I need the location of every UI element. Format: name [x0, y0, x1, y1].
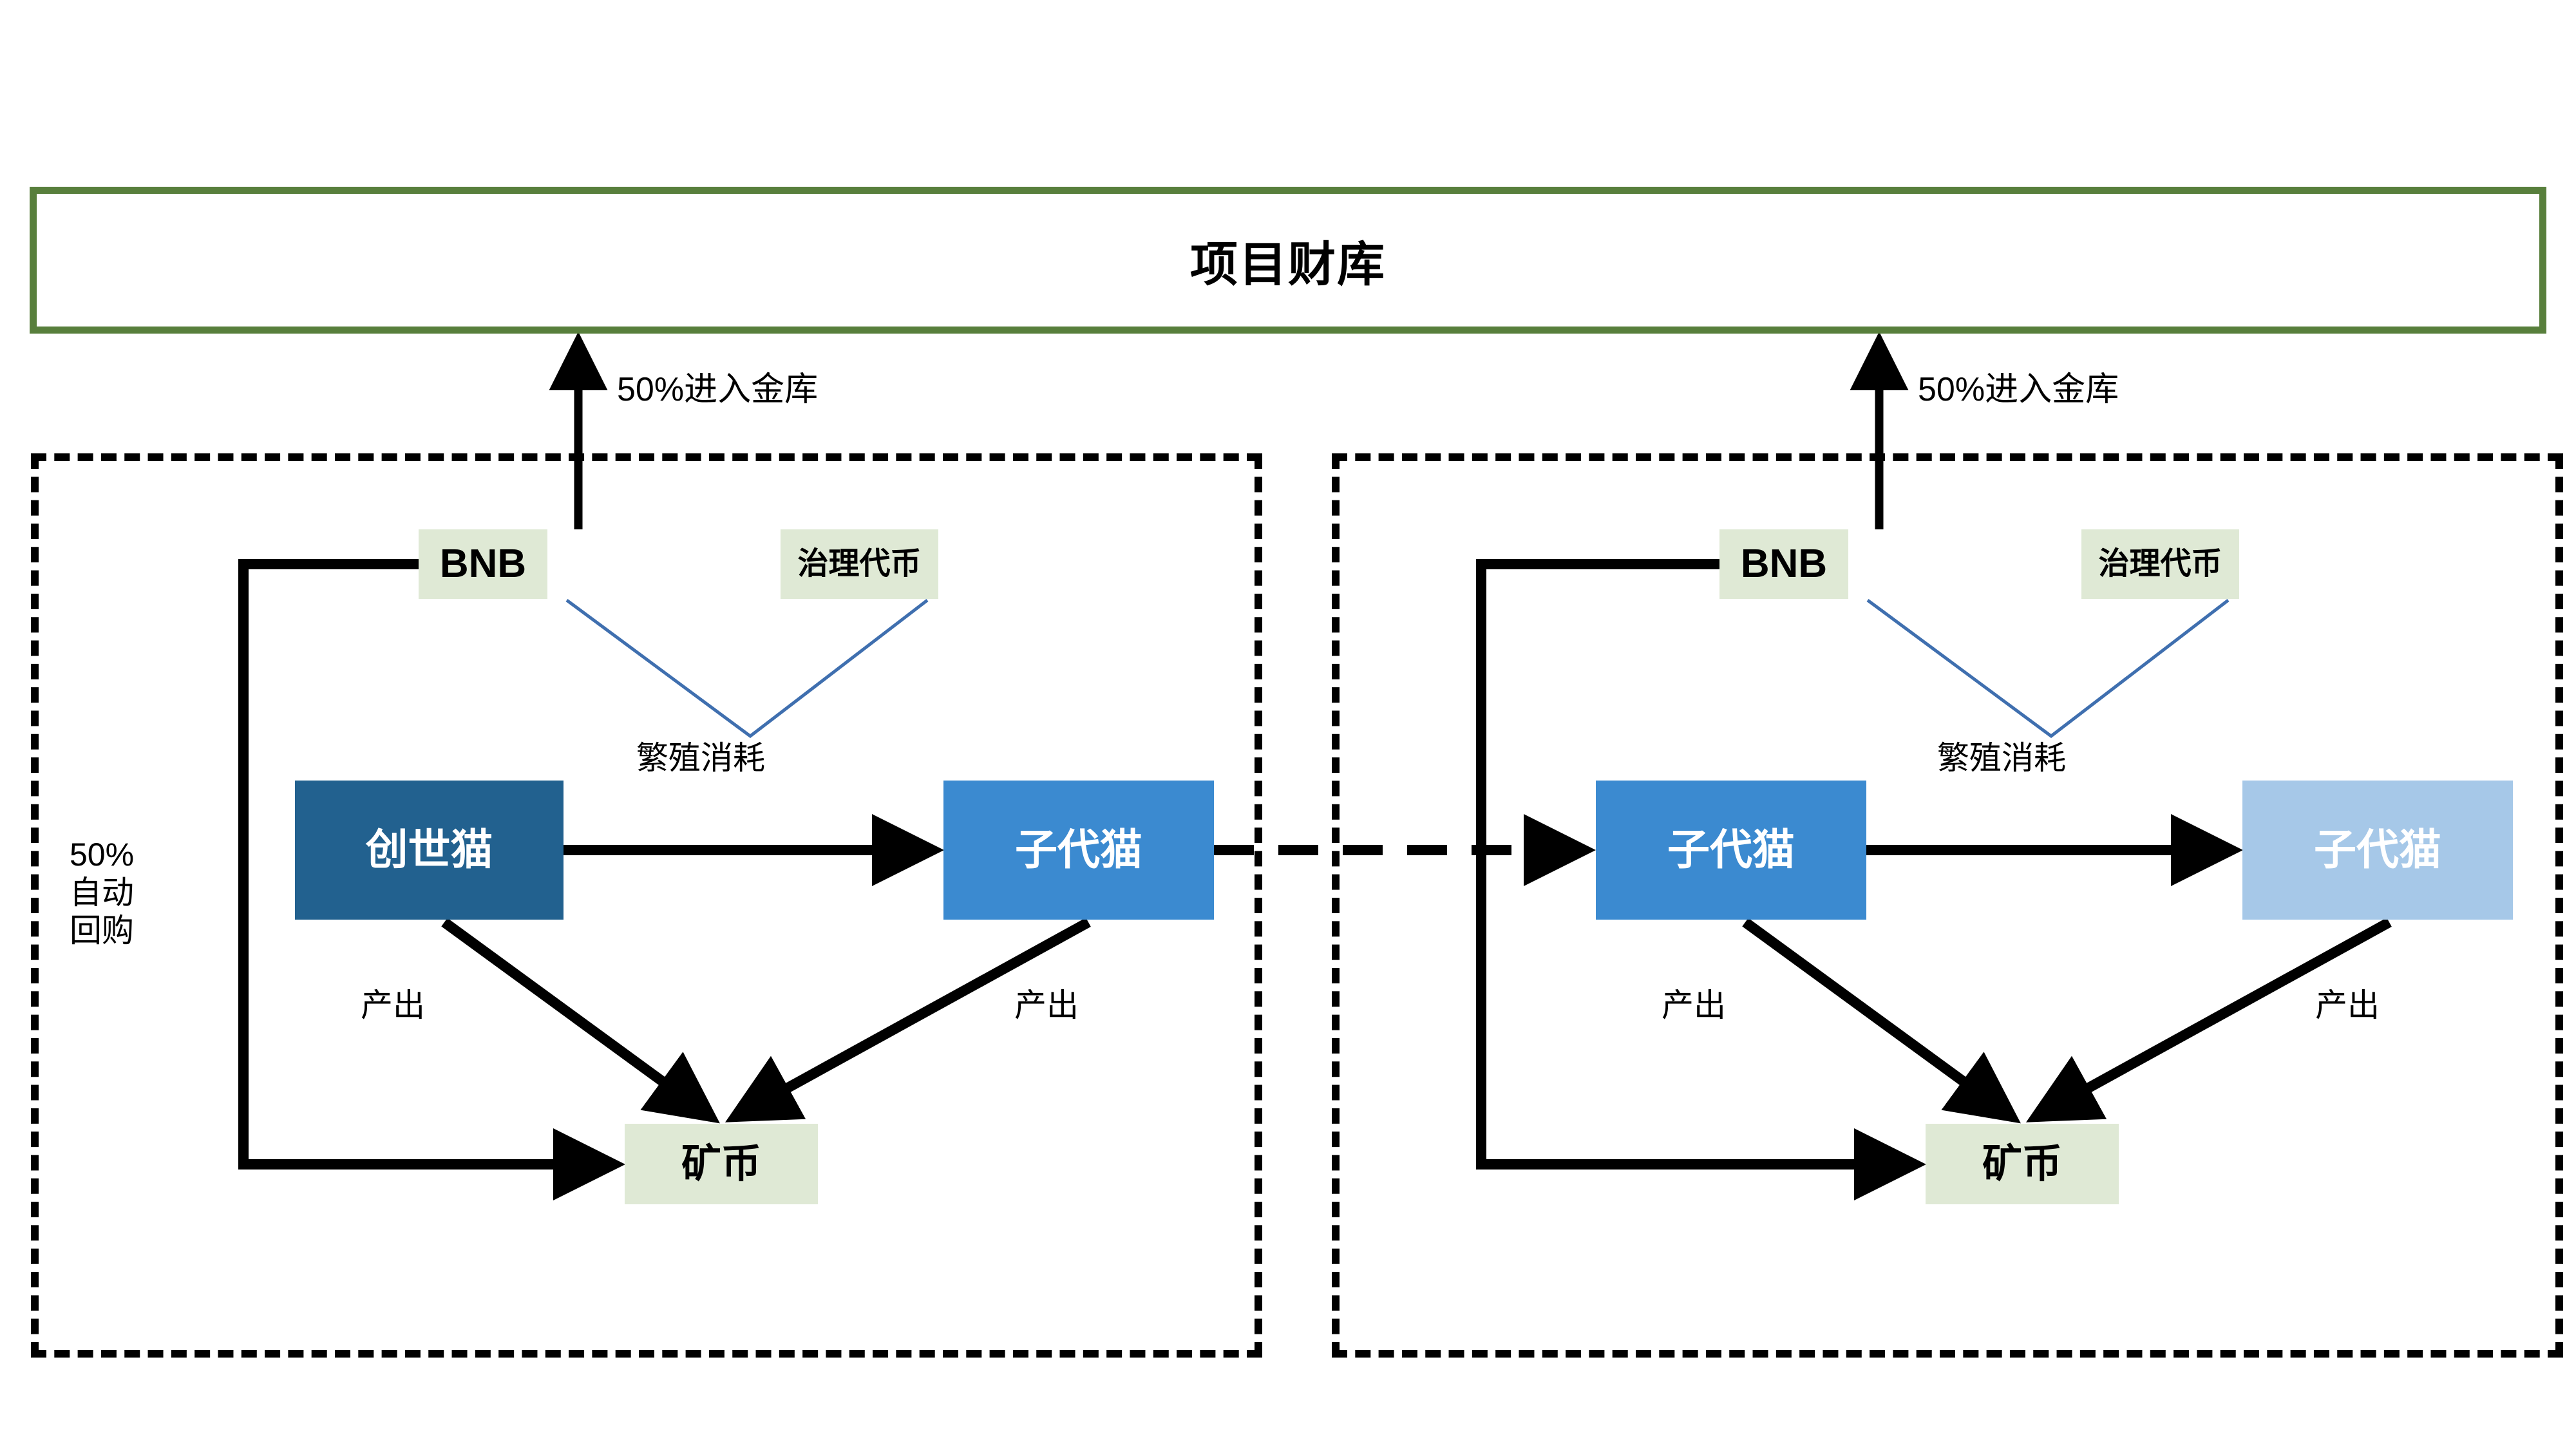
node-mine-coin-left[interactable]: 矿币 [625, 1124, 818, 1204]
generation-panel-right [1332, 453, 2563, 1358]
label-vault-left: 50%进入金库 [617, 371, 819, 408]
node-child-cat-source-right[interactable]: 子代猫 [1596, 781, 1866, 920]
label-breed-cost-left: 繁殖消耗 [636, 740, 765, 776]
label-output-right-1: 产出 [1662, 987, 1726, 1023]
treasury-title: 项目财库 [1190, 237, 1386, 291]
label-output-right-2: 产出 [2315, 987, 2380, 1023]
node-child-cat-target-right[interactable]: 子代猫 [2242, 781, 2513, 920]
treasury-box[interactable]: 项目财库 [30, 187, 2546, 334]
node-gov-token-right[interactable]: 治理代币 [2081, 529, 2239, 599]
label-output-left-2: 产出 [1014, 987, 1079, 1023]
node-child-cat-left[interactable]: 子代猫 [943, 781, 1214, 920]
node-mine-coin-right[interactable]: 矿币 [1926, 1124, 2119, 1204]
node-bnb-left[interactable]: BNB [419, 529, 547, 599]
node-genesis-cat[interactable]: 创世猫 [295, 781, 564, 920]
label-auto-buyback: 50% 自动 回购 [70, 837, 135, 949]
label-breed-cost-right: 繁殖消耗 [1937, 740, 2066, 776]
node-gov-token-left[interactable]: 治理代币 [781, 529, 938, 599]
label-vault-right: 50%进入金库 [1918, 371, 2119, 408]
node-bnb-right[interactable]: BNB [1719, 529, 1848, 599]
label-output-left-1: 产出 [361, 987, 425, 1023]
generation-panel-left [31, 453, 1262, 1358]
